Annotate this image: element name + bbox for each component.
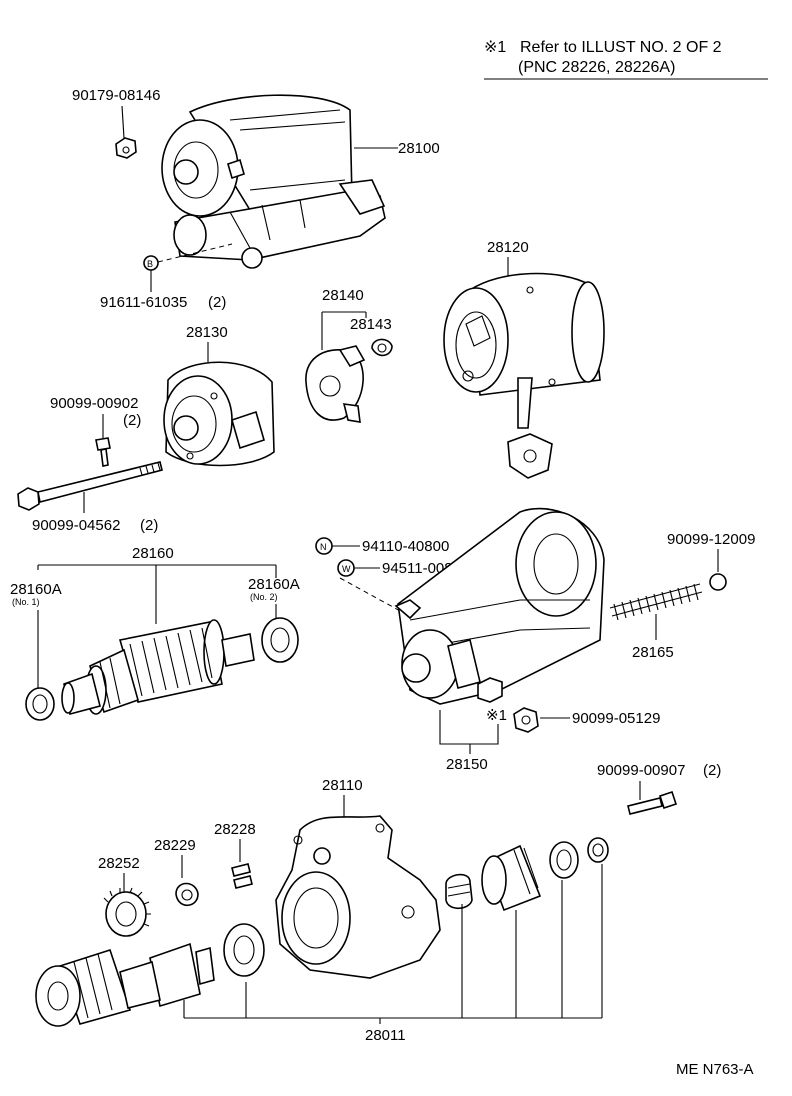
leader-28150	[439, 710, 499, 754]
sub-28160A-no1: (No. 1)	[12, 597, 40, 607]
leader-28011	[183, 864, 603, 1024]
label-90099-04562: 90099-04562	[32, 517, 120, 534]
yoke-28120	[443, 272, 605, 479]
screw-90099-00902	[95, 437, 111, 467]
qty-90099-00902: (2)	[123, 412, 141, 429]
retainer-28229	[175, 882, 199, 907]
label-90099-00907: 90099-00907	[597, 762, 685, 779]
label-28160: 28160	[132, 545, 174, 562]
bearing-28160A-no2	[261, 617, 299, 663]
label-91611-61035: 91611-61035	[100, 294, 187, 311]
bolt-b-letter: B	[147, 259, 153, 269]
pinion-gear	[481, 844, 542, 912]
label-90179-08146: 90179-08146	[72, 87, 160, 104]
ball-90099-12009	[709, 573, 727, 591]
label-28160A-no2: 28160A	[248, 576, 300, 593]
starter-assembly-28100	[161, 94, 386, 269]
label-28150: 28150	[446, 756, 488, 773]
label-28165: 28165	[632, 644, 674, 661]
label-90099-05129: 90099-05129	[572, 710, 660, 727]
snap-ring	[587, 837, 609, 863]
label-28143: 28143	[350, 316, 392, 333]
washer-w-letter: W	[342, 564, 351, 574]
label-28100: 28100	[398, 140, 440, 157]
bolt-b-dashline	[157, 243, 233, 263]
mark-1-switch: ※1	[486, 707, 507, 724]
label-90099-00902: 90099-00902	[50, 395, 138, 412]
reference-note-line2: (PNC 28226, 28226A)	[518, 59, 675, 76]
diagram-code: ME N763-A	[676, 1061, 754, 1078]
qty-90099-00907: (2)	[703, 762, 721, 779]
bolt-90099-00907	[627, 790, 678, 815]
nut-90099-05129	[513, 707, 539, 733]
armature-28160	[61, 619, 255, 715]
label-28160A-no1: 28160A	[10, 581, 62, 598]
starter-housing-28110	[275, 815, 441, 979]
nut-90179-08146	[115, 137, 137, 159]
brush-spring-28143	[371, 338, 393, 357]
brush-holder-28140	[305, 345, 366, 423]
reference-note-line1: Refer to ILLUST NO. 2 OF 2	[520, 39, 722, 56]
label-28120: 28120	[487, 239, 529, 256]
spring-small	[445, 873, 473, 910]
switch-dashline	[339, 577, 403, 613]
sub-28160A-no2: (No. 2)	[250, 592, 278, 602]
gear-28252	[103, 887, 151, 937]
clutch-pinion	[35, 942, 215, 1027]
reference-note: ※1 Refer to ILLUST NO. 2 OF 2 (PNC 28226…	[484, 39, 768, 80]
label-28110: 28110	[322, 777, 363, 794]
spring-28165	[609, 583, 703, 621]
end-frame-28130	[163, 361, 275, 467]
nut-n-letter: N	[320, 542, 327, 552]
label-28011: 28011	[365, 1027, 406, 1044]
seal-ring	[223, 923, 265, 977]
rollers-28228	[231, 863, 253, 889]
label-28252: 28252	[98, 855, 140, 872]
magnetic-switch-28150	[394, 507, 605, 705]
through-bolt-90099-04562	[17, 461, 163, 511]
label-28229: 28229	[154, 837, 196, 854]
qty-90099-04562: (2)	[140, 517, 158, 534]
leader-90179	[121, 105, 125, 139]
leader-28140	[321, 311, 366, 350]
leader-28160	[37, 564, 277, 624]
label-28140: 28140	[322, 287, 364, 304]
bearing-28160A-no1	[25, 687, 55, 721]
label-28228: 28228	[214, 821, 256, 838]
label-90099-12009: 90099-12009	[667, 531, 755, 548]
qty-91611: (2)	[208, 294, 226, 311]
label-28130: 28130	[186, 324, 228, 341]
retainer-ring	[549, 841, 579, 879]
label-94110-40800: 94110-40800	[362, 538, 449, 555]
reference-mark: ※1	[484, 39, 506, 56]
